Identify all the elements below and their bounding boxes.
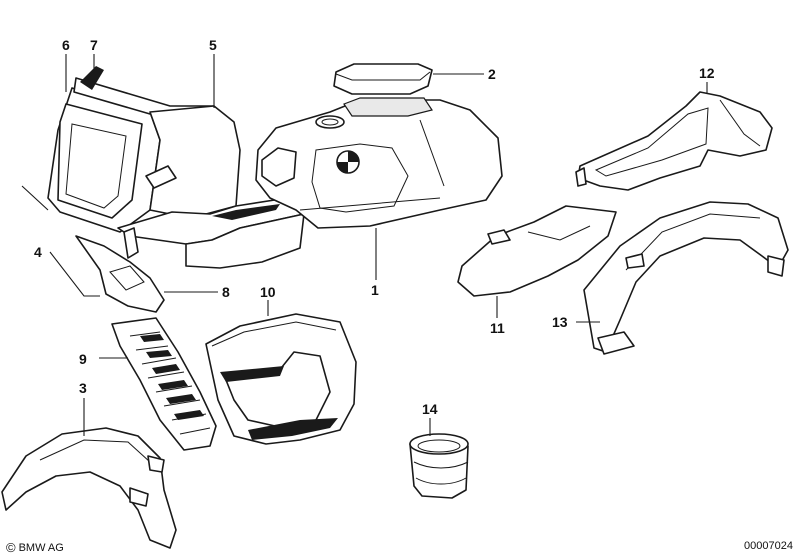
callout-8: 8 xyxy=(222,284,230,300)
callout-12: 12 xyxy=(699,65,715,81)
copyright-notice: © BMW AG xyxy=(6,540,64,555)
callout-13: 13 xyxy=(552,314,568,330)
callout-6: 6 xyxy=(62,37,70,53)
copyright-text: BMW AG xyxy=(18,541,64,554)
part-8-bracket xyxy=(75,227,165,313)
leader-lines xyxy=(21,54,708,436)
callout-9: 9 xyxy=(79,351,87,367)
part-5-side-fairing xyxy=(117,105,305,269)
callout-3: 3 xyxy=(79,380,87,396)
part-6-headlight-fairing xyxy=(47,66,215,233)
callouts: 6 7 5 2 12 4 8 1 10 11 13 9 3 14 xyxy=(34,37,715,417)
part-12-seat-tail xyxy=(575,91,773,191)
callout-5: 5 xyxy=(209,37,217,53)
part-14-rubber-sleeve xyxy=(409,433,469,499)
part-3-front-mudguard xyxy=(1,427,177,549)
callout-4: 4 xyxy=(34,244,42,260)
part-1-fuel-tank xyxy=(255,97,503,229)
callout-2: 2 xyxy=(488,66,496,82)
callout-11: 11 xyxy=(490,320,505,336)
callout-10: 10 xyxy=(260,284,276,300)
diagram-id: 00007024 xyxy=(744,540,793,552)
part-11-side-cover xyxy=(457,205,617,297)
callout-14: 14 xyxy=(422,401,438,417)
part-2-tank-cap-cover xyxy=(333,63,433,95)
part-10-lower-fairing xyxy=(205,313,357,445)
callout-7: 7 xyxy=(90,37,98,53)
part-13-rear-mudguard xyxy=(583,201,789,355)
callout-1: 1 xyxy=(371,282,379,298)
copyright-icon: © xyxy=(6,540,16,555)
part-9-radiator-grille xyxy=(111,317,217,451)
